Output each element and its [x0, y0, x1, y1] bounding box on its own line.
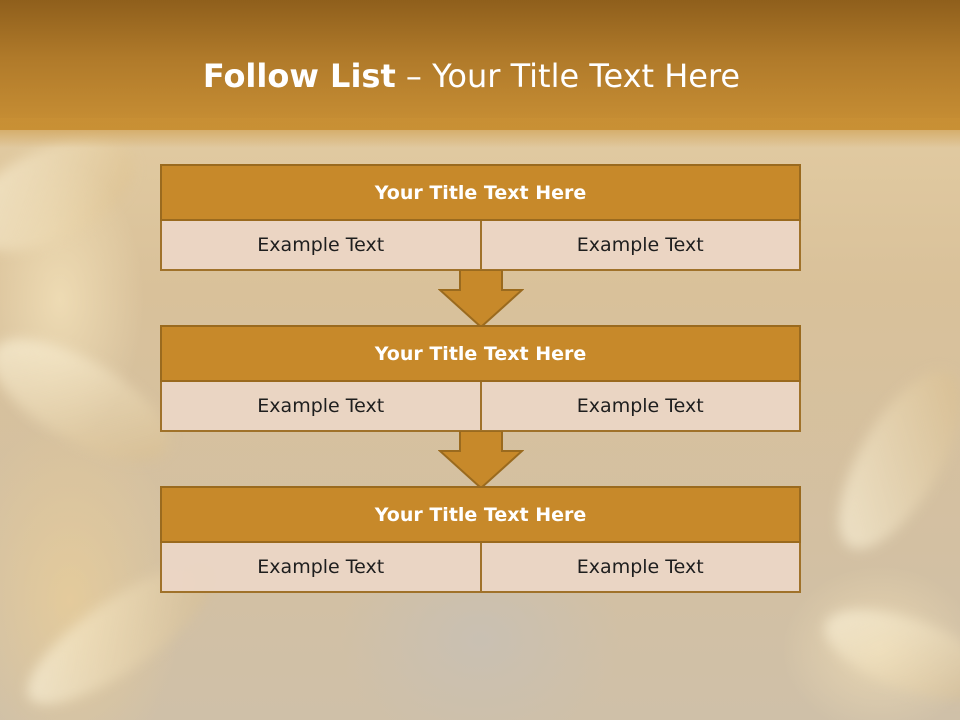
down-arrow-icon — [438, 431, 524, 489]
block-cell-left: Example Text — [160, 543, 482, 593]
block-title: Your Title Text Here — [160, 325, 801, 382]
block-cell-right: Example Text — [481, 382, 801, 432]
list-block-2: Your Title Text Here Example Text Exampl… — [160, 325, 801, 432]
header-fade — [0, 118, 960, 148]
block-row: Example Text Example Text — [160, 382, 801, 432]
title-rest: – Your Title Text Here — [395, 57, 741, 95]
block-title: Your Title Text Here — [160, 164, 801, 221]
block-row: Example Text Example Text — [160, 221, 801, 271]
down-arrow-icon — [438, 270, 524, 328]
block-row: Example Text Example Text — [160, 543, 801, 593]
list-block-3: Your Title Text Here Example Text Exampl… — [160, 486, 801, 593]
block-cell-left: Example Text — [160, 221, 482, 271]
block-title: Your Title Text Here — [160, 486, 801, 543]
block-cell-left: Example Text — [160, 382, 482, 432]
block-cell-right: Example Text — [481, 543, 801, 593]
block-cell-right: Example Text — [481, 221, 801, 271]
list-block-1: Your Title Text Here Example Text Exampl… — [160, 164, 801, 271]
silk-highlight — [0, 315, 187, 485]
silk-highlight — [813, 591, 960, 719]
slide-title: Follow List – Your Title Text Here — [0, 52, 943, 100]
header-band — [0, 0, 960, 130]
silk-highlight — [815, 353, 960, 567]
title-bold: Follow List — [202, 57, 396, 95]
